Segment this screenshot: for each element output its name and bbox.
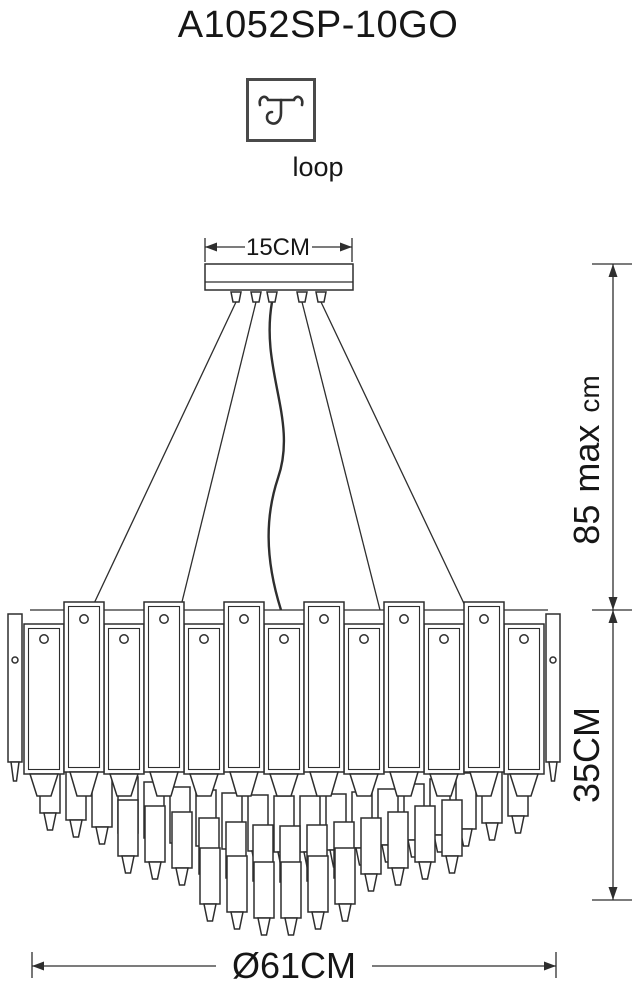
dim-max-height: 85maxcm <box>566 263 632 611</box>
crystal-plate-left-edge <box>7 613 23 782</box>
dim-canopy-width-label: 15CM <box>246 234 310 261</box>
crystal-plate-right-edge <box>545 613 561 782</box>
hook-icon <box>246 78 316 142</box>
suspension-wires <box>89 301 469 613</box>
dim-body-height-label: 35CM <box>566 707 607 803</box>
hook-icon-label: loop <box>292 152 344 182</box>
dim-diameter-label: Ø61CM <box>232 945 356 986</box>
dim-canopy-width: 15CM <box>204 234 353 262</box>
dim-body-height: 35CM <box>566 610 632 901</box>
product-code-title: A1052SP-10GO <box>177 4 459 46</box>
dim-max-height-label: 85maxcm <box>566 375 607 544</box>
chandelier-body <box>7 601 561 936</box>
dim-diameter: Ø61CM <box>31 945 557 986</box>
power-cable <box>267 301 286 611</box>
hook-icon-glyph <box>258 95 304 125</box>
canopy <box>204 263 354 303</box>
